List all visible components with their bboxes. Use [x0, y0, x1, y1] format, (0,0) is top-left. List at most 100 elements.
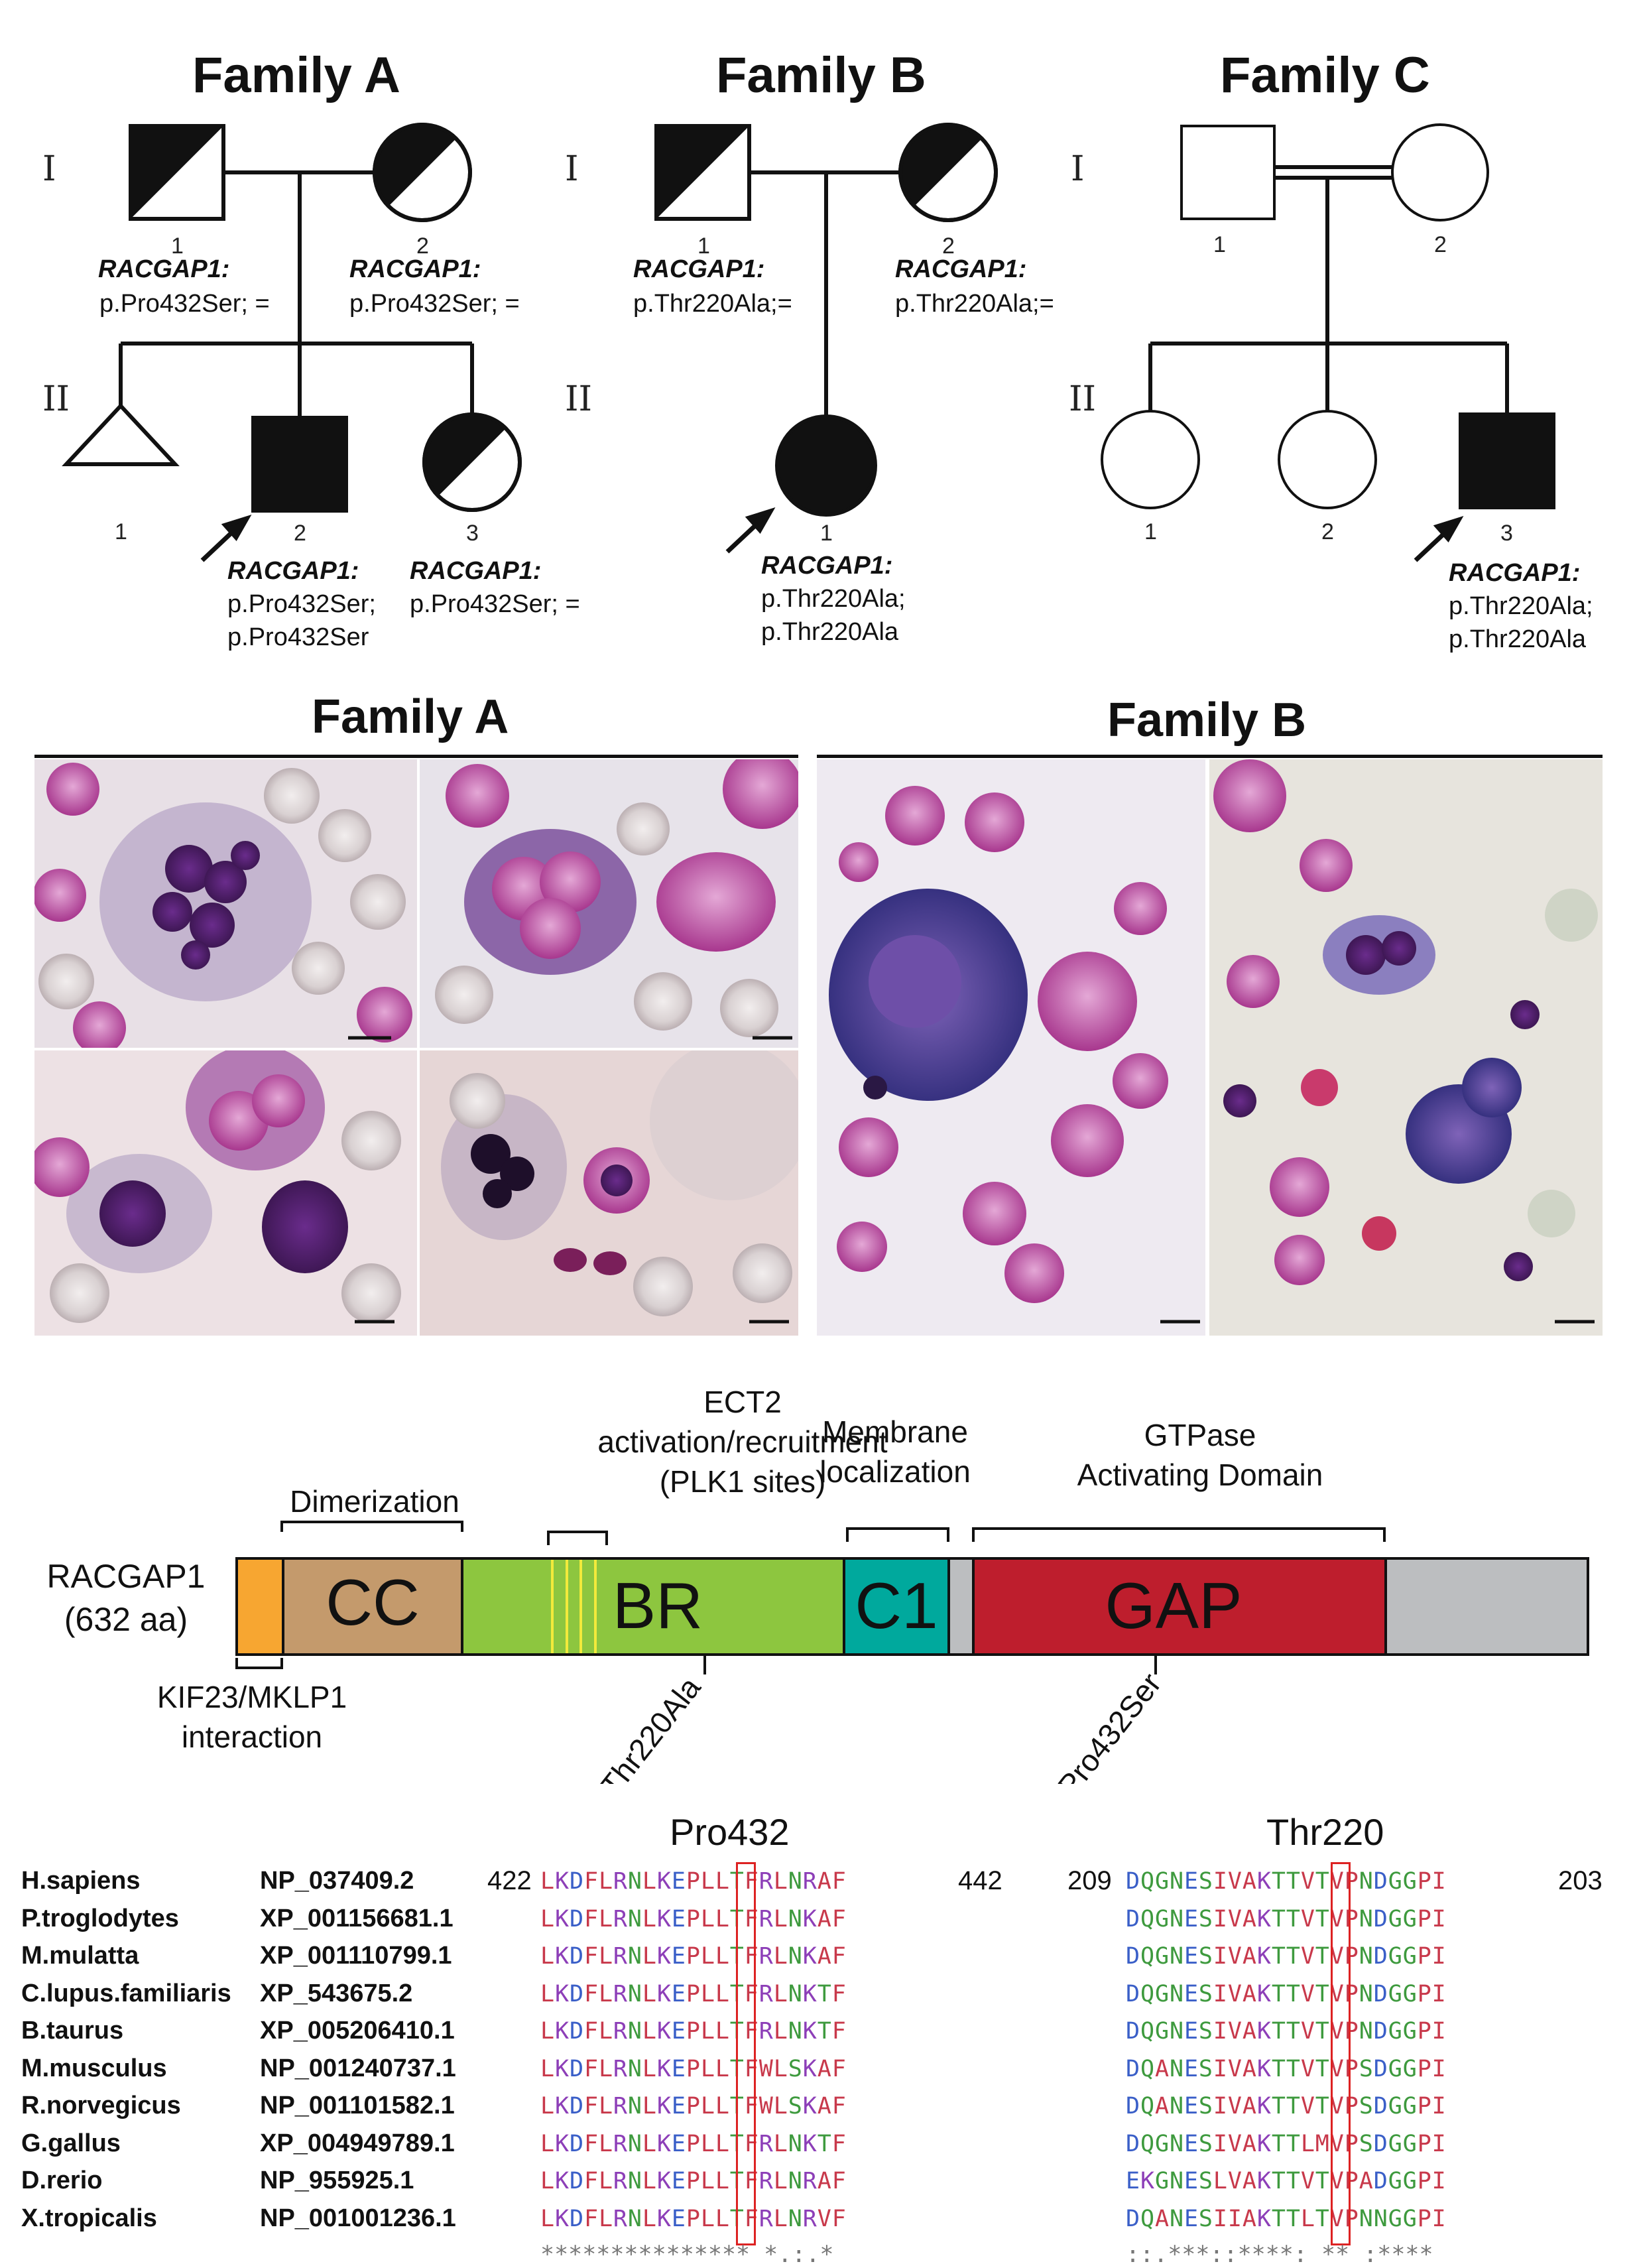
gen-label-II-C: II	[1069, 379, 1097, 419]
accession-number: XP_001156681.1	[260, 1904, 454, 1932]
familyA-smear-2	[420, 759, 798, 1048]
gtpase-annotation-1: GTPase	[1144, 1418, 1256, 1452]
familyA-rule	[34, 755, 798, 758]
pro-consensus: *************** *.:.*	[540, 2241, 834, 2268]
accession-number: NP_955925.1	[260, 2167, 414, 2194]
famA-I2-number: 2	[416, 233, 429, 259]
gen-label-I-B: I	[565, 149, 579, 189]
famA-II2-genotype-2: p.Pro432Ser	[227, 623, 369, 651]
species-name: M.musculus	[21, 2054, 167, 2082]
accession-number: XP_004949789.1	[260, 2129, 455, 2157]
famB-II1-number: 1	[820, 521, 833, 546]
thr-sequence: DQGNESIVAKTTVTVPNDGGPI	[1126, 1980, 1447, 2007]
thr-consensus: ::.***::****: ** :****	[1126, 2241, 1433, 2268]
membrane-annotation-1: Membrane	[822, 1415, 968, 1449]
gtpase-annotation-2: Activating Domain	[1077, 1458, 1323, 1492]
gap-label: GAP	[1105, 1569, 1243, 1642]
thr-sequence: DQGNESIVAKTTVTVPNDGGPI	[1126, 1905, 1447, 1932]
famC-I2-number: 2	[1434, 232, 1447, 257]
pro-sequence: LKDFLRNLKEPLLTFRLNKTF	[540, 1980, 847, 2007]
famC-proband-arrow	[1414, 516, 1464, 562]
famC-II1-number: 1	[1144, 519, 1157, 544]
species-name: B.taurus	[21, 2017, 124, 2045]
thr-sequence: DQGNESIVAKTTVTVPNDGGPI	[1126, 1943, 1447, 1970]
famA-I1-gene: RACGAP1:	[98, 255, 230, 283]
ect2-annotation-2: activation/recruitment	[597, 1424, 888, 1459]
thr220-highlight-box	[1331, 1862, 1351, 2245]
familyA-smear-3	[34, 1050, 417, 1336]
br-domain	[461, 1557, 845, 1656]
accession-number: NP_037409.2	[260, 1867, 414, 1895]
familyB-title: Family B	[716, 47, 926, 103]
famB-I2-gene: RACGAP1:	[895, 255, 1027, 283]
famA-II3-number: 3	[466, 521, 479, 546]
pro432ser-variant-label: Pro432Ser	[1051, 1667, 1168, 1784]
pro-end-position: 442	[958, 1866, 1002, 1895]
gen-label-I-C: I	[1071, 149, 1085, 189]
familyB-smear-1	[817, 759, 1205, 1336]
thr-sequence: DQANESIVAKTTVTVPSDGGPI	[1126, 2055, 1447, 2082]
thr-sequence: DQGNESIVAKTTVTVPNDGGPI	[1126, 1868, 1447, 1895]
pro-sequence: LKDFLRNLKEPLLTFWLSKAF	[540, 2055, 847, 2082]
gen-label-II-A: II	[42, 379, 70, 419]
species-name: X.tropicalis	[21, 2204, 157, 2232]
cc-label: CC	[326, 1566, 420, 1639]
pro-sequence: LKDFLRNLKEPLLTFRLNRAF	[540, 2168, 847, 2194]
pro432-title: Pro432	[670, 1811, 790, 1853]
species-name: P.troglodytes	[21, 1904, 179, 1932]
familyB-smear-2	[1209, 759, 1603, 1336]
famA-II3-carrier-female	[422, 412, 522, 512]
accession-number: XP_005206410.1	[260, 2017, 455, 2045]
pro-start-position: 422	[487, 1866, 532, 1895]
linker-segment	[947, 1557, 975, 1656]
famA-I2-carrier-female	[373, 123, 472, 222]
famA-II2-gene: RACGAP1:	[227, 557, 359, 585]
species-name: H.sapiens	[21, 1867, 141, 1895]
famC-II3-genotype-2: p.Thr220Ala	[1449, 625, 1587, 653]
famC-II3-number: 3	[1500, 521, 1513, 546]
famB-II1-affected-female	[775, 414, 877, 517]
famB-II1-genotype-2: p.Thr220Ala	[761, 618, 899, 646]
famB-I2-number: 2	[942, 233, 955, 259]
thr-sequence: DQANESIVAKTTVTVPSDGGPI	[1126, 2093, 1447, 2119]
pro-sequence: LKDFLRNLKEPLLTFRLNKAF	[540, 1905, 847, 1932]
plk1-site-lines	[551, 1560, 597, 1653]
pro-sequence: LKDFLRNLKEPLLTFRLNKAF	[540, 1943, 847, 1970]
micrograph-familyA-title: Family A	[312, 690, 509, 743]
n-terminal-segment	[235, 1557, 284, 1656]
famC-II3-genotype-1: p.Thr220Ala;	[1449, 592, 1593, 620]
famA-II1-number: 1	[115, 519, 127, 544]
famA-II2-affected-male	[251, 416, 348, 513]
bone-marrow-smear-images	[34, 759, 1603, 1336]
ect2-annotation-3: (PLK1 sites)	[659, 1464, 826, 1499]
famB-I1-genotype: p.Thr220Ala;=	[633, 290, 792, 318]
pro432-highlight-box	[736, 1862, 756, 2245]
thr-sequence: DQGNESIVAKTTVTVPNDGGPI	[1126, 2018, 1447, 2045]
familyA-smear-4	[420, 1050, 798, 1336]
famC-II1-unaffected-female	[1101, 410, 1200, 509]
famA-II3-gene: RACGAP1:	[410, 557, 542, 585]
protein-length-label: (632 aa)	[64, 1601, 188, 1638]
famB-I2-carrier-female	[898, 123, 998, 222]
accession-number: NP_001101582.1	[260, 2092, 455, 2119]
famC-I2-unaffected-female	[1391, 123, 1489, 221]
famC-I1-number: 1	[1213, 232, 1226, 257]
racgap1-domain-diagram: CC BR C1 GAP Thr220Ala Pro432Ser	[235, 1521, 1589, 1784]
famA-I1-genotype: p.Pro432Ser; =	[99, 290, 270, 318]
famA-II2-number: 2	[294, 521, 306, 546]
pro-sequence: LKDFLRNLKEPLLTFWLSKAF	[540, 2093, 847, 2119]
accession-number: NP_001240737.1	[260, 2054, 456, 2082]
familyC-title: Family C	[1220, 47, 1430, 103]
famB-proband-arrow	[725, 507, 776, 554]
gen-label-I-A: I	[42, 149, 56, 189]
famA-I1-number: 1	[171, 233, 184, 259]
thr-start-position: 209	[1067, 1866, 1112, 1895]
famA-I1-carrier-male	[129, 124, 225, 221]
species-name: D.rerio	[21, 2167, 103, 2194]
br-label: BR	[613, 1569, 703, 1642]
famC-I1-unaffected-male	[1180, 125, 1276, 220]
accession-number: NP_001001236.1	[260, 2204, 456, 2232]
familyA-title: Family A	[192, 47, 400, 103]
famA-I2-genotype: p.Pro432Ser; =	[349, 290, 520, 318]
famC-II2-unaffected-female	[1278, 410, 1377, 509]
